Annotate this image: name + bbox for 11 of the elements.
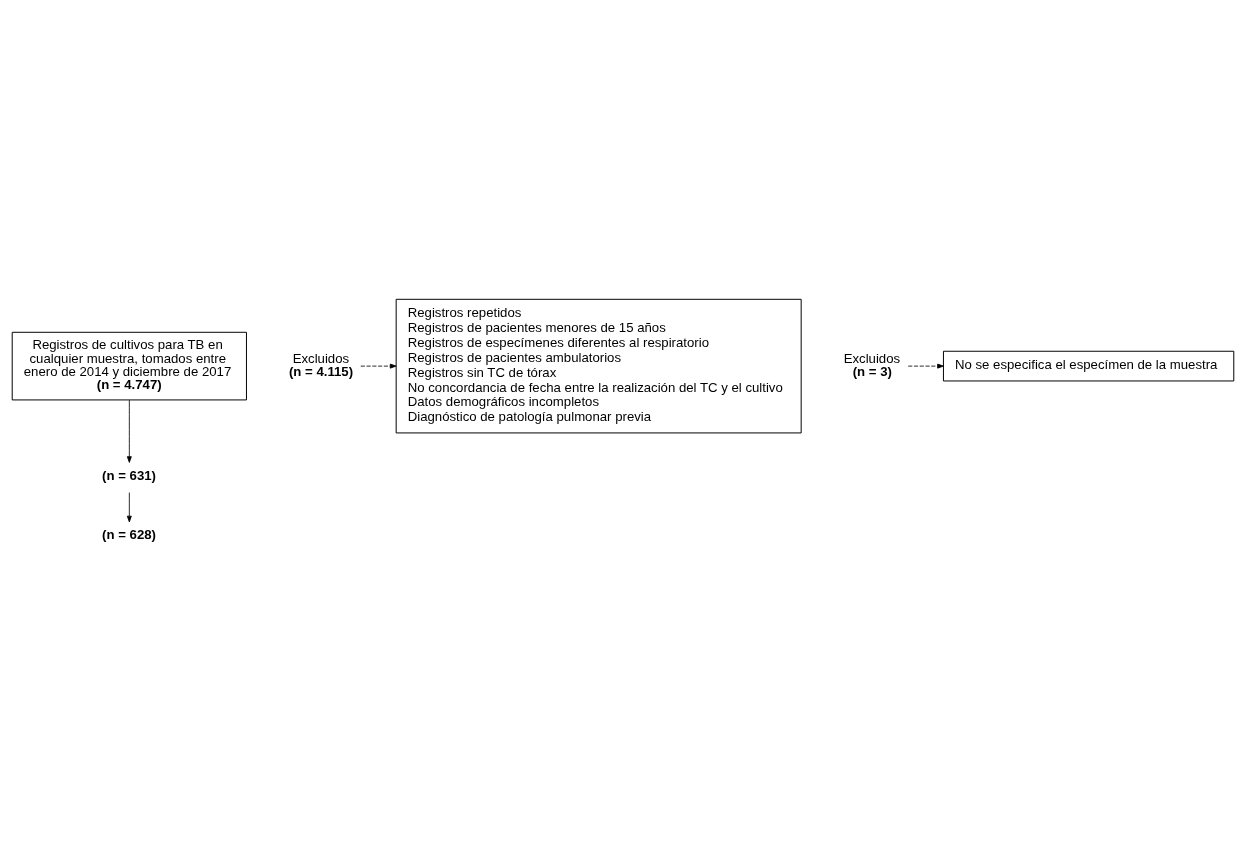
node-text: Excluidos (n = 4.115) [288,350,354,379]
node-text: (n = 628) [102,526,156,542]
node-box: No se especifica el especímen de la muestra [942,350,1235,381]
arrow [360,363,397,369]
arrow [126,399,132,463]
node-box: Registros repetidos Registros de pacientes menores de 15 años Registros de especímenes diferentes al respiratorio Registros de pacientes ambulatorios Registros sin TC de tórax No concordancia de fecha entre la realización del TC y el cultivo Datos demográficos incompletos Diagnóstico de patología pulmonar previa [395,298,802,433]
arrow [126,491,132,522]
arrow [907,363,944,369]
node-text: (n = 631) [102,467,156,483]
node-text: Excluidos (n = 3) [843,350,901,379]
node-box: Registros de cultivos para TB en cualquier muestra, tomados entre enero de 2014 y diciembre de 2017 (n = 4.747) [11,331,247,400]
